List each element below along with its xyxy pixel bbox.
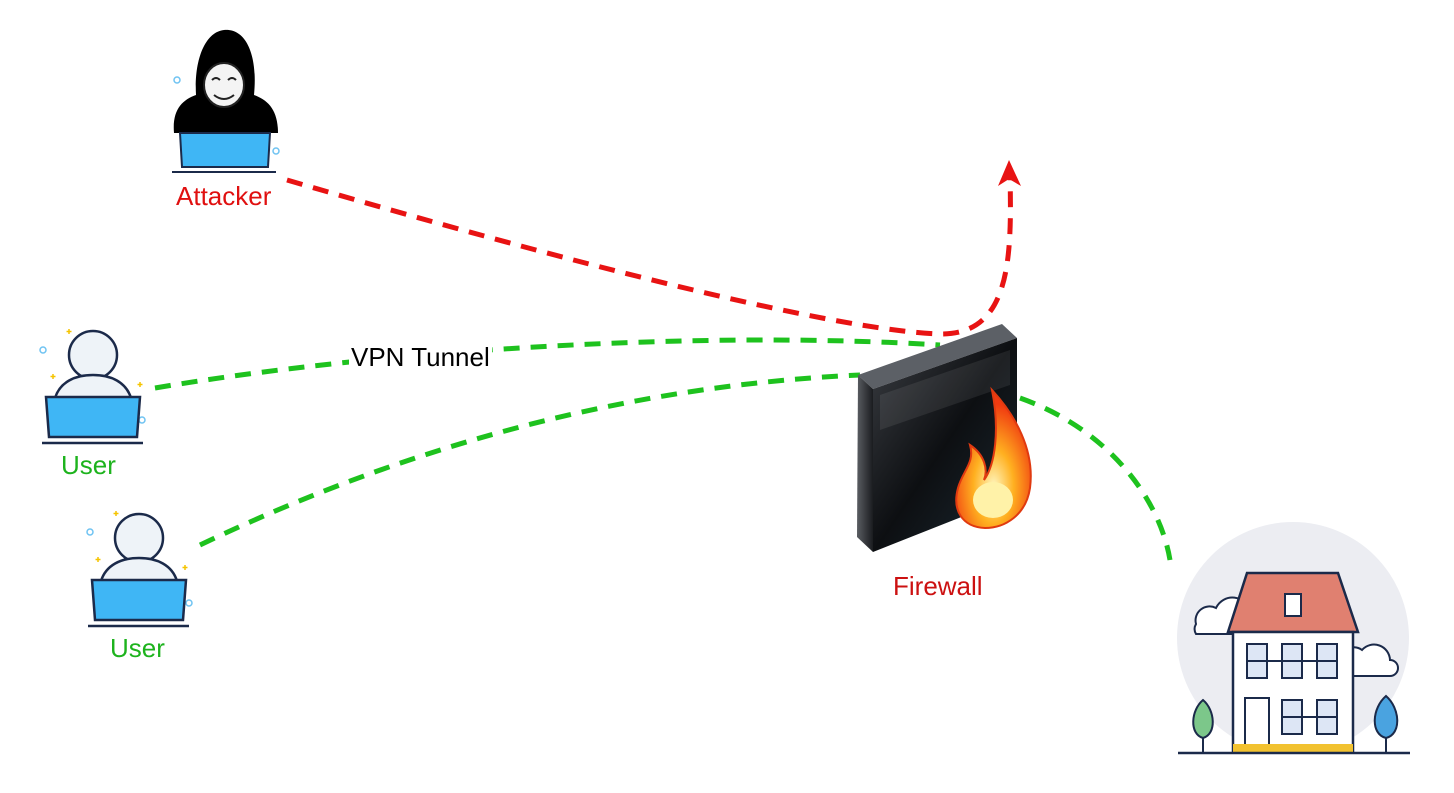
user-laptop-icon (39, 329, 146, 445)
user-label: User (61, 450, 116, 480)
vpn-tunnel-path-2 (198, 372, 861, 548)
user-label: User (110, 633, 165, 663)
vpn-tunnel-path-1 (154, 337, 941, 391)
hacker-icon (172, 29, 280, 173)
attack-path (286, 174, 1013, 337)
house-icon (1177, 522, 1410, 755)
vpn-tunnel-label: VPN Tunnel (349, 342, 492, 372)
firewall-icon (857, 324, 1032, 552)
lan-path (1019, 395, 1173, 561)
attacker-label: Attacker (176, 181, 272, 211)
user-laptop-icon (86, 511, 193, 628)
attack-arrowhead (998, 160, 1021, 186)
firewall-label: Firewall (893, 571, 983, 601)
